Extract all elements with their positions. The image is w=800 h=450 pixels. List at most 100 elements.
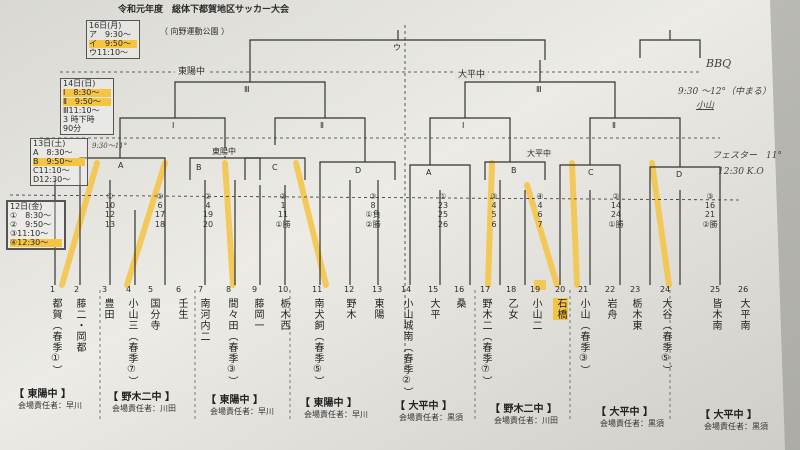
seed-line: 8: [370, 201, 376, 211]
venue-label: （ 向野運動公園 ）: [160, 27, 230, 36]
seed-line: ②: [204, 192, 212, 201]
footer-manager: 会場責任者：黒須: [399, 413, 463, 422]
schedule-line: D12:30〜: [33, 175, 71, 184]
schedule-date: 13日(土): [33, 139, 66, 148]
schedule-line: Ⅱ 9:50〜: [63, 98, 111, 106]
schedule-line: ③11:10〜: [10, 229, 49, 238]
schedule-line: 90分: [63, 124, 82, 133]
seed-line: ③: [706, 192, 714, 201]
team-name: 国分寺: [148, 298, 159, 331]
team-number: 17: [480, 285, 491, 294]
schedule-line: ① 8:30〜: [10, 211, 52, 220]
seed-line: 17: [154, 210, 166, 220]
schedule-line: C11:10〜: [33, 166, 70, 175]
footer-manager: 会場責任者：早川: [18, 401, 82, 410]
seed-line: 7: [537, 219, 543, 229]
team-name: 小山（春季③）: [578, 298, 589, 376]
team-number: 14: [401, 285, 412, 294]
team-number: 18: [506, 285, 517, 294]
handwritten-note-sub: 小山: [696, 101, 715, 111]
seed-line: 21: [704, 210, 716, 220]
seed-line: 20: [202, 219, 214, 229]
team-number: 22: [605, 285, 616, 294]
team-name: 藤二・岡都: [74, 298, 85, 353]
schedule-line: B 9:50〜: [33, 158, 85, 166]
team-name: 皆木南: [710, 298, 721, 331]
team-name: 岩舟: [605, 298, 616, 320]
footer-manager: 会場責任者：早川: [210, 407, 274, 416]
seed-line: ②: [612, 192, 620, 201]
team-number: 12: [344, 285, 355, 294]
team-name: 大谷（春季⑤）: [660, 298, 671, 376]
team-number: 10: [278, 285, 289, 294]
team-number: 11: [312, 285, 323, 294]
footer-school: 【 野木二中 】: [108, 392, 175, 403]
team-number: 21: [578, 285, 589, 294]
seed-line: 10: [104, 201, 116, 211]
final-letter: ウ: [393, 43, 401, 52]
team-number: 19: [530, 285, 541, 294]
team-name: 都賀（春季①）: [50, 298, 61, 376]
seed-line: 24: [610, 210, 622, 220]
team-number: 9: [252, 285, 258, 294]
seed-line: 19: [202, 210, 214, 220]
document-title: 令和元年度 総体下都賀地区サッカー大会: [118, 5, 290, 15]
seed-line: 12: [104, 210, 116, 220]
seed-line: ①: [156, 192, 164, 201]
seed-line: 1: [280, 201, 286, 211]
team-name: 栃木東: [630, 298, 641, 331]
team-number: 16: [454, 285, 465, 294]
letter-left-a: A: [118, 161, 124, 170]
handwritten-bbq: BBQ: [706, 57, 732, 70]
team-name: 南犬飼（春季⑤）: [312, 298, 323, 387]
letter-left-b: B: [196, 163, 202, 172]
seed-line: 6: [537, 210, 543, 220]
roman-left-i: Ⅰ: [172, 121, 175, 130]
schedule-line: ウ11:10〜: [89, 48, 129, 57]
team-name: 小山三（春季⑦）: [126, 298, 137, 387]
team-number: 13: [372, 285, 383, 294]
team-number: 5: [148, 285, 154, 294]
right-sub-school: 大平中: [525, 149, 553, 158]
schedule-line: Ⅰ 8:30〜: [63, 89, 111, 97]
letter-right-c: C: [588, 168, 594, 177]
schedule-line: ② 9:50〜: [10, 220, 52, 229]
team-name: 南河内二: [198, 298, 209, 342]
letter-right-d: D: [676, 170, 683, 179]
schedule-box-12: 12日(金) ① 8:30〜 ② 9:50〜 ③11:10〜 ④12:30〜: [6, 200, 66, 250]
team-name: 野木二（春季⑦）: [480, 298, 491, 387]
left-sub-school: 東陽中: [210, 147, 238, 156]
schedule-box-13: 13日(土) A 8:30〜 B 9:50〜 C11:10〜 D12:30〜: [30, 138, 88, 186]
team-number: 23: [630, 285, 641, 294]
handwritten-fest: フェスター 11°: [712, 151, 782, 161]
team-number: 7: [198, 285, 204, 294]
right-group-school: 大平中: [455, 71, 489, 80]
seed-line: 23: [437, 201, 449, 211]
schedule-date: 14日(日): [63, 79, 96, 88]
team-number: 8: [226, 285, 232, 294]
letter-left-c: C: [272, 163, 278, 172]
footer-manager: 会場責任者：早川: [304, 410, 368, 419]
seed-line: 6: [491, 219, 497, 229]
seed-line: ②勝: [365, 219, 381, 229]
seed-line: ③: [369, 192, 377, 201]
bracket-lines: [9, 25, 741, 420]
schedule-line: 3 時下時: [63, 115, 95, 124]
seed-line: ②勝: [702, 219, 718, 229]
team-number: 20: [555, 285, 566, 294]
team-number: 4: [126, 285, 132, 294]
letter-left-d: D: [355, 166, 362, 175]
seed-line: 4: [205, 201, 211, 211]
seed-line: ①: [439, 192, 447, 201]
highlight-bars: [59, 160, 672, 290]
schedule-line: A 8:30〜: [33, 148, 73, 157]
team-number: 26: [738, 285, 749, 294]
schedule-box-14: 14日(日) Ⅰ 8:30〜 Ⅱ 9:50〜 Ⅲ11:10〜 3 時下時 90分: [60, 78, 114, 135]
team-number: 1: [50, 285, 56, 294]
team-name: 壬生: [176, 298, 187, 320]
